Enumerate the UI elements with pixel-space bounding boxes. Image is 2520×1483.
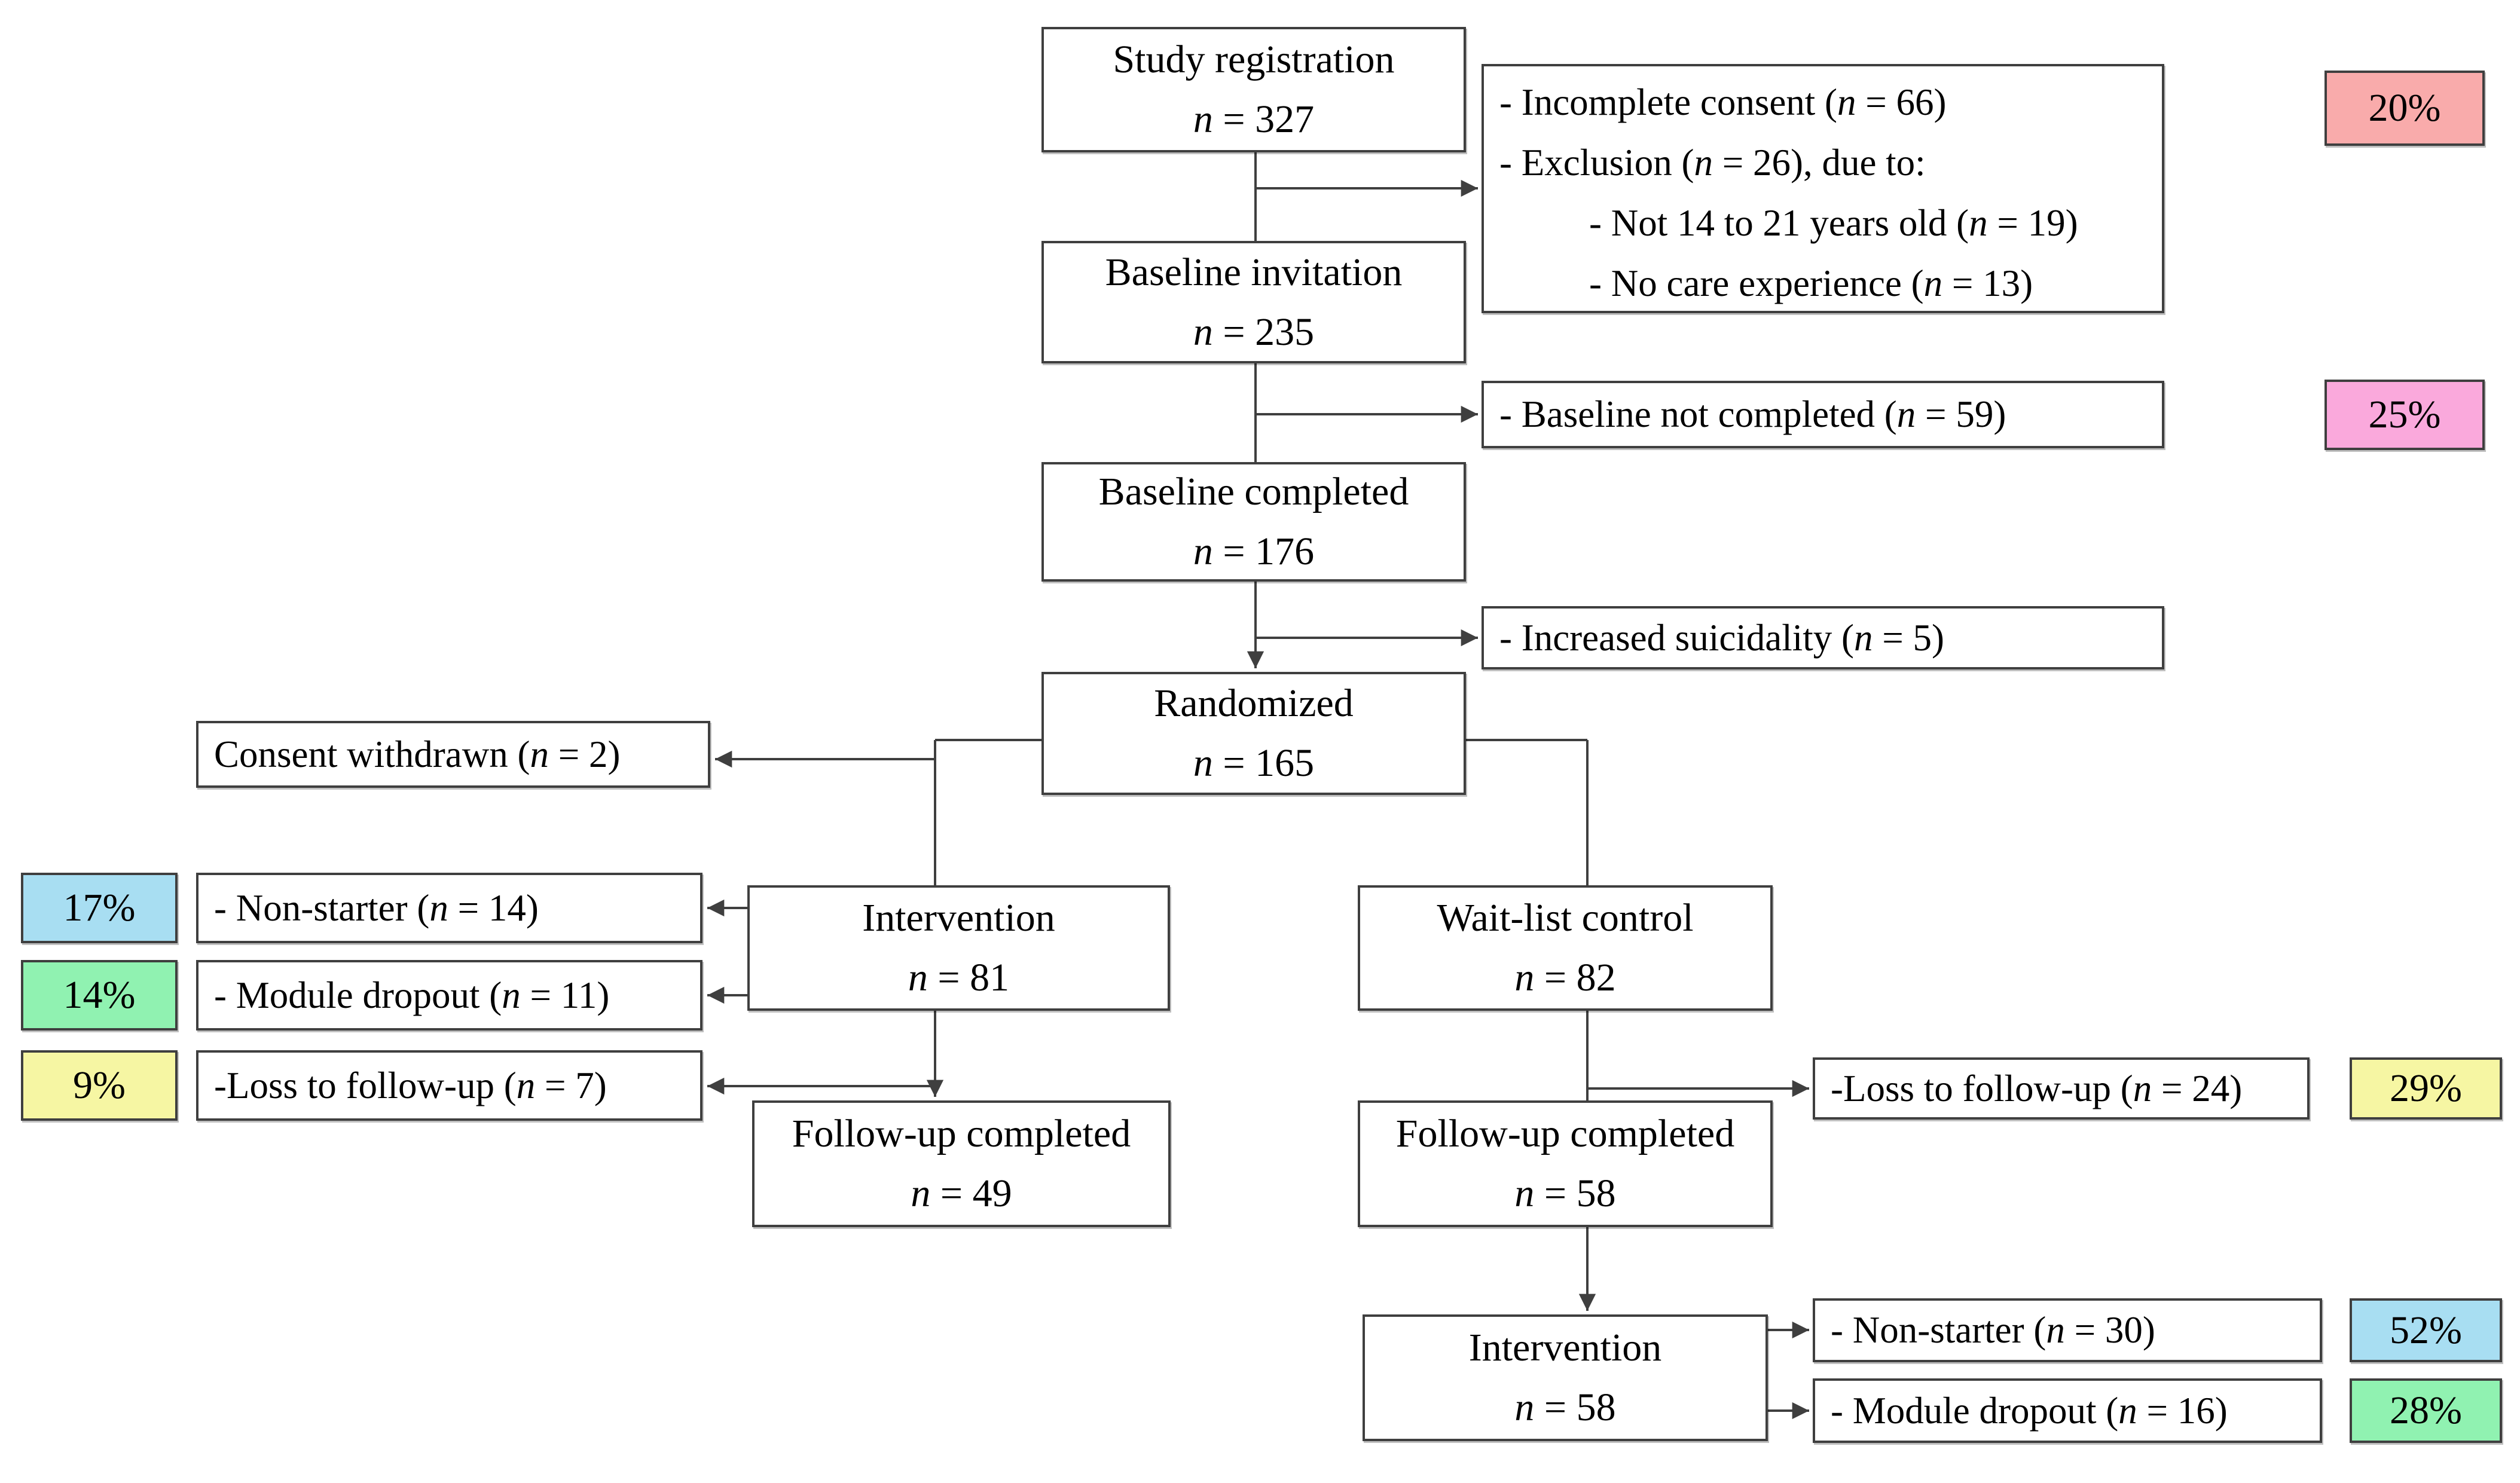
exclusion-line: - Incomplete consent (n = 66) [1499,81,1947,123]
box-text: -Loss to follow-up (n = 24) [1831,1067,2243,1109]
box-title: Wait-list control [1437,896,1694,940]
box-exclusion-reasons: - Incomplete consent (n = 66) - Exclusio… [1482,64,2164,313]
box-text: Consent withdrawn (n = 2) [214,733,621,775]
box-count: n = 327 [1193,97,1315,141]
box-text: - Module dropout (n = 11) [214,974,610,1016]
badge-label: 28% [2390,1389,2462,1432]
badge-registration-dropout-pct: 20% [2324,71,2485,146]
box-randomized: Randomized n = 165 [1041,672,1466,795]
box-baseline-completed: Baseline completed n = 176 [1041,462,1466,582]
badge-label: 17% [63,886,136,929]
badge-loss-followup-control-pct: 29% [2350,1057,2502,1120]
badge-label: 25% [2368,393,2441,436]
box-count: n = 58 [1514,1172,1616,1215]
box-title: Follow-up completed [792,1112,1131,1155]
box-loss-followup-intervention: -Loss to follow-up (n = 7) [196,1050,702,1121]
box-study-registration: Study registration n = 327 [1041,27,1466,152]
box-followup-intervention: Follow-up completed n = 49 [752,1100,1171,1227]
box-followup-control: Follow-up completed n = 58 [1358,1100,1773,1227]
box-module-dropout-waitlist: - Module dropout (n = 16) [1813,1378,2322,1443]
box-count: n = 81 [908,956,1010,999]
box-title: Randomized [1154,681,1354,725]
box-count: n = 165 [1193,741,1315,785]
box-count: n = 49 [911,1172,1012,1215]
badge-loss-followup-intervention-pct: 9% [21,1050,178,1121]
box-title: Follow-up completed [1395,1112,1735,1155]
box-intervention: Intervention n = 81 [747,885,1170,1011]
box-waitlist-control: Wait-list control n = 82 [1358,885,1773,1011]
box-non-starter-waitlist: - Non-starter (n = 30) [1813,1298,2322,1362]
box-count: n = 235 [1193,310,1315,354]
badge-baseline-not-completed-pct: 25% [2324,380,2485,450]
box-count: n = 82 [1514,956,1616,999]
box-loss-followup-control: -Loss to follow-up (n = 24) [1813,1057,2310,1120]
box-text: - Increased suicidality (n = 5) [1499,616,1945,659]
badge-label: 20% [2368,86,2441,130]
badge-non-starter-waitlist-pct: 52% [2350,1298,2502,1362]
badge-label: 14% [63,973,136,1017]
box-title: Intervention [862,896,1055,940]
box-title: Study registration [1113,38,1395,81]
box-title: Baseline invitation [1105,250,1403,294]
box-text: - Non-starter (n = 14) [214,886,539,929]
box-baseline-not-completed: - Baseline not completed (n = 59) [1482,381,2164,448]
box-intervention-waitlist: Intervention n = 58 [1363,1314,1768,1441]
exclusion-line: - Exclusion (n = 26), due to: [1499,142,1926,184]
box-text: - Module dropout (n = 16) [1831,1389,2228,1432]
box-baseline-invitation: Baseline invitation n = 235 [1041,241,1466,363]
badge-label: 52% [2390,1308,2462,1352]
box-text: - Baseline not completed (n = 59) [1499,393,2006,435]
box-non-starter-intervention: - Non-starter (n = 14) [196,873,702,943]
box-consent-withdrawn: Consent withdrawn (n = 2) [196,721,710,788]
exclusion-line: - No care experience (n = 13) [1589,262,2033,304]
box-title: Intervention [1468,1326,1662,1369]
badge-label: 9% [73,1063,126,1107]
box-title: Baseline completed [1098,470,1409,513]
badge-label: 29% [2390,1066,2462,1110]
box-module-dropout-intervention: - Module dropout (n = 11) [196,960,702,1031]
box-count: n = 176 [1193,530,1315,573]
box-count: n = 58 [1514,1386,1616,1429]
box-text: -Loss to follow-up (n = 7) [214,1064,607,1106]
badge-module-dropout-waitlist-pct: 28% [2350,1378,2502,1443]
exclusion-line: - Not 14 to 21 years old (n = 19) [1589,202,2078,244]
badge-module-dropout-intervention-pct: 14% [21,960,178,1031]
box-text: - Non-starter (n = 30) [1831,1309,2155,1351]
badge-non-starter-intervention-pct: 17% [21,873,178,943]
box-increased-suicidality: - Increased suicidality (n = 5) [1482,606,2164,669]
